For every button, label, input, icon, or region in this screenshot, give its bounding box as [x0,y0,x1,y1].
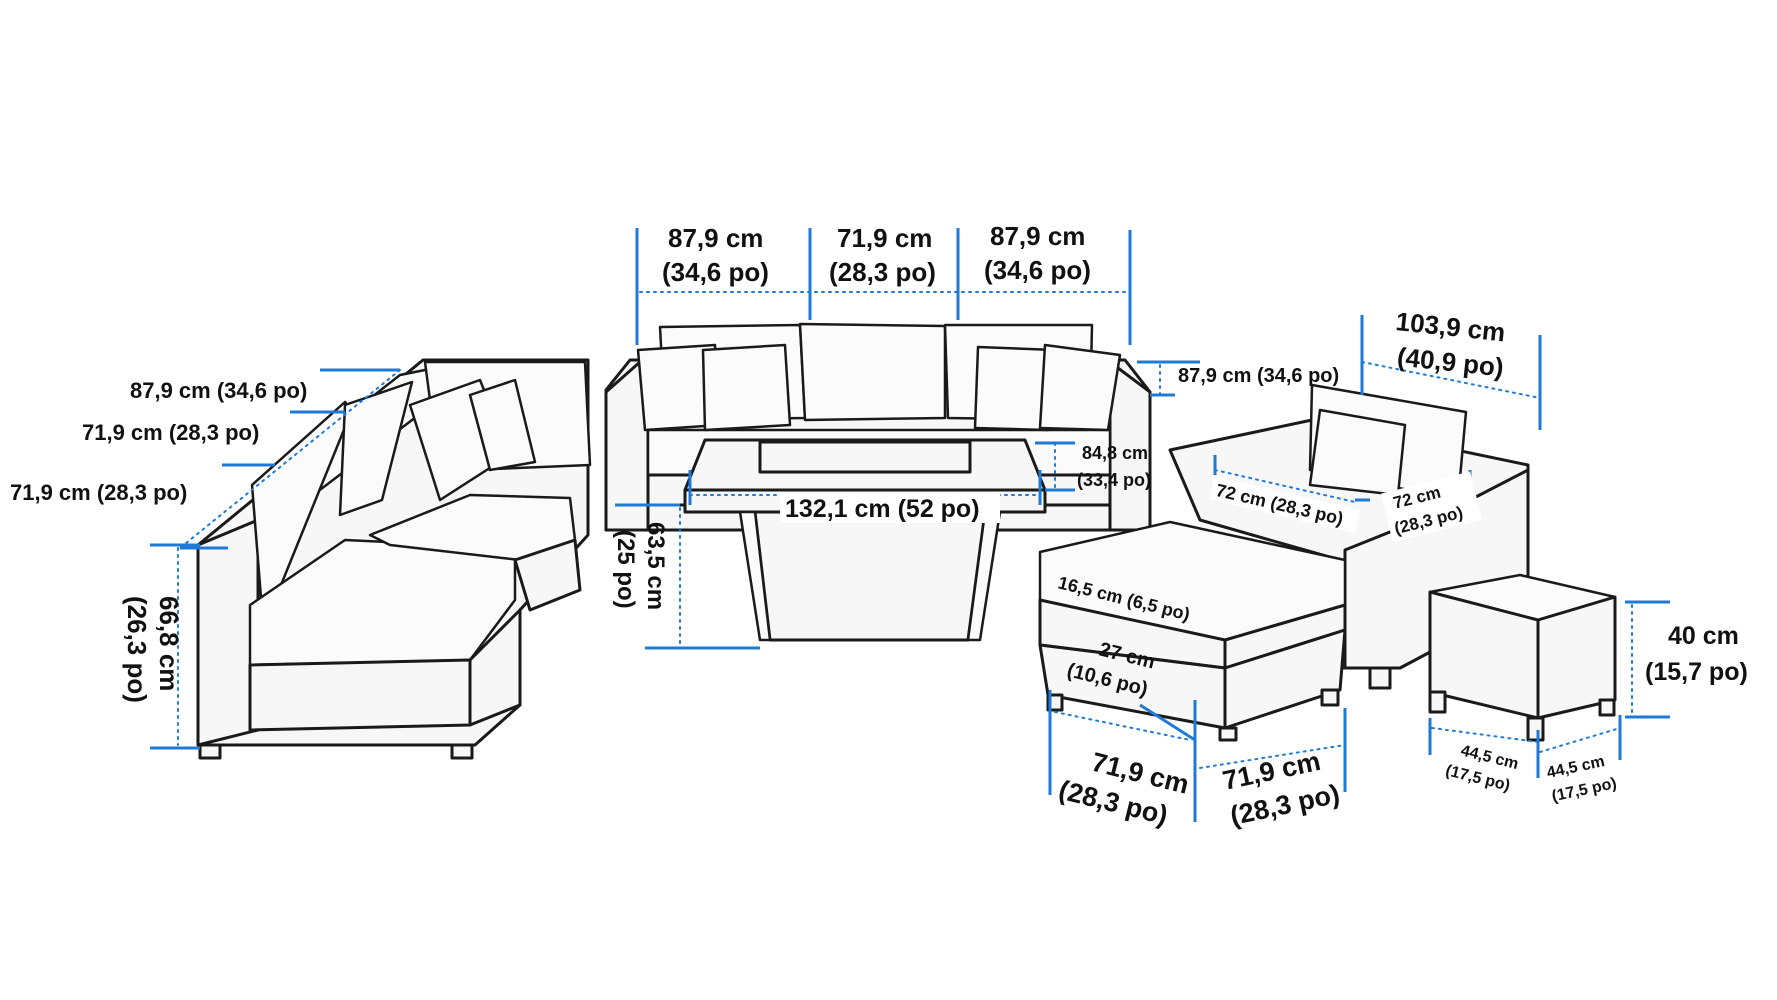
sectional-sofa [196,358,592,760]
sectional-height-label-l2: (26,3 po) [122,596,152,703]
table-depth-label-l2: (33,4 po) [1077,470,1151,490]
table-depth-label-l1: 84,8 cm [1082,443,1148,463]
side-table-height-label-l2: (15,7 po) [1645,658,1748,686]
dimension-lines [150,228,1670,822]
sofa-width-3-label-l1: 87,9 cm [990,221,1085,251]
sectional-width-c-label: 71,9 cm (28,3 po) [10,480,187,505]
sofa-width-2-label-l1: 71,9 cm [837,223,932,253]
armchair-width-label-l1: 103,9 cm [1394,306,1506,347]
sofa-width-2-label-l2: (28,3 po) [829,257,936,287]
dimension-labels: 87,9 cm (34,6 po) 71,9 cm (28,3 po) 71,9… [10,221,1748,831]
sofa-width-3-label-l2: (34,6 po) [984,255,1091,285]
sofa-depth-label: 87,9 cm (34,6 po) [1178,365,1339,387]
ottoman [1038,520,1347,742]
sectional-width-a-label: 87,9 cm (34,6 po) [130,378,307,403]
armchair-width-label-l2: (40,9 po) [1396,341,1505,382]
fire-table [683,438,1047,642]
table-height-label-l1: 63,5 cm [642,522,669,610]
side-table-width-label-l2: (17,5 po) [1550,775,1618,805]
sectional-width-b-label: 71,9 cm (28,3 po) [82,420,259,445]
table-length-label: 132,1 cm (52 po) [785,495,980,523]
table-height-label-l2: (25 po) [612,530,639,609]
sofa-width-1-label-l2: (34,6 po) [662,257,769,287]
side-table [1428,573,1617,742]
sectional-height-label-l1: 66,8 cm [154,596,184,691]
sofa-width-1-label-l1: 87,9 cm [668,223,763,253]
side-table-height-label-l1: 40 cm [1668,622,1739,650]
side-table-width-label-l1: 44,5 cm [1545,753,1606,782]
